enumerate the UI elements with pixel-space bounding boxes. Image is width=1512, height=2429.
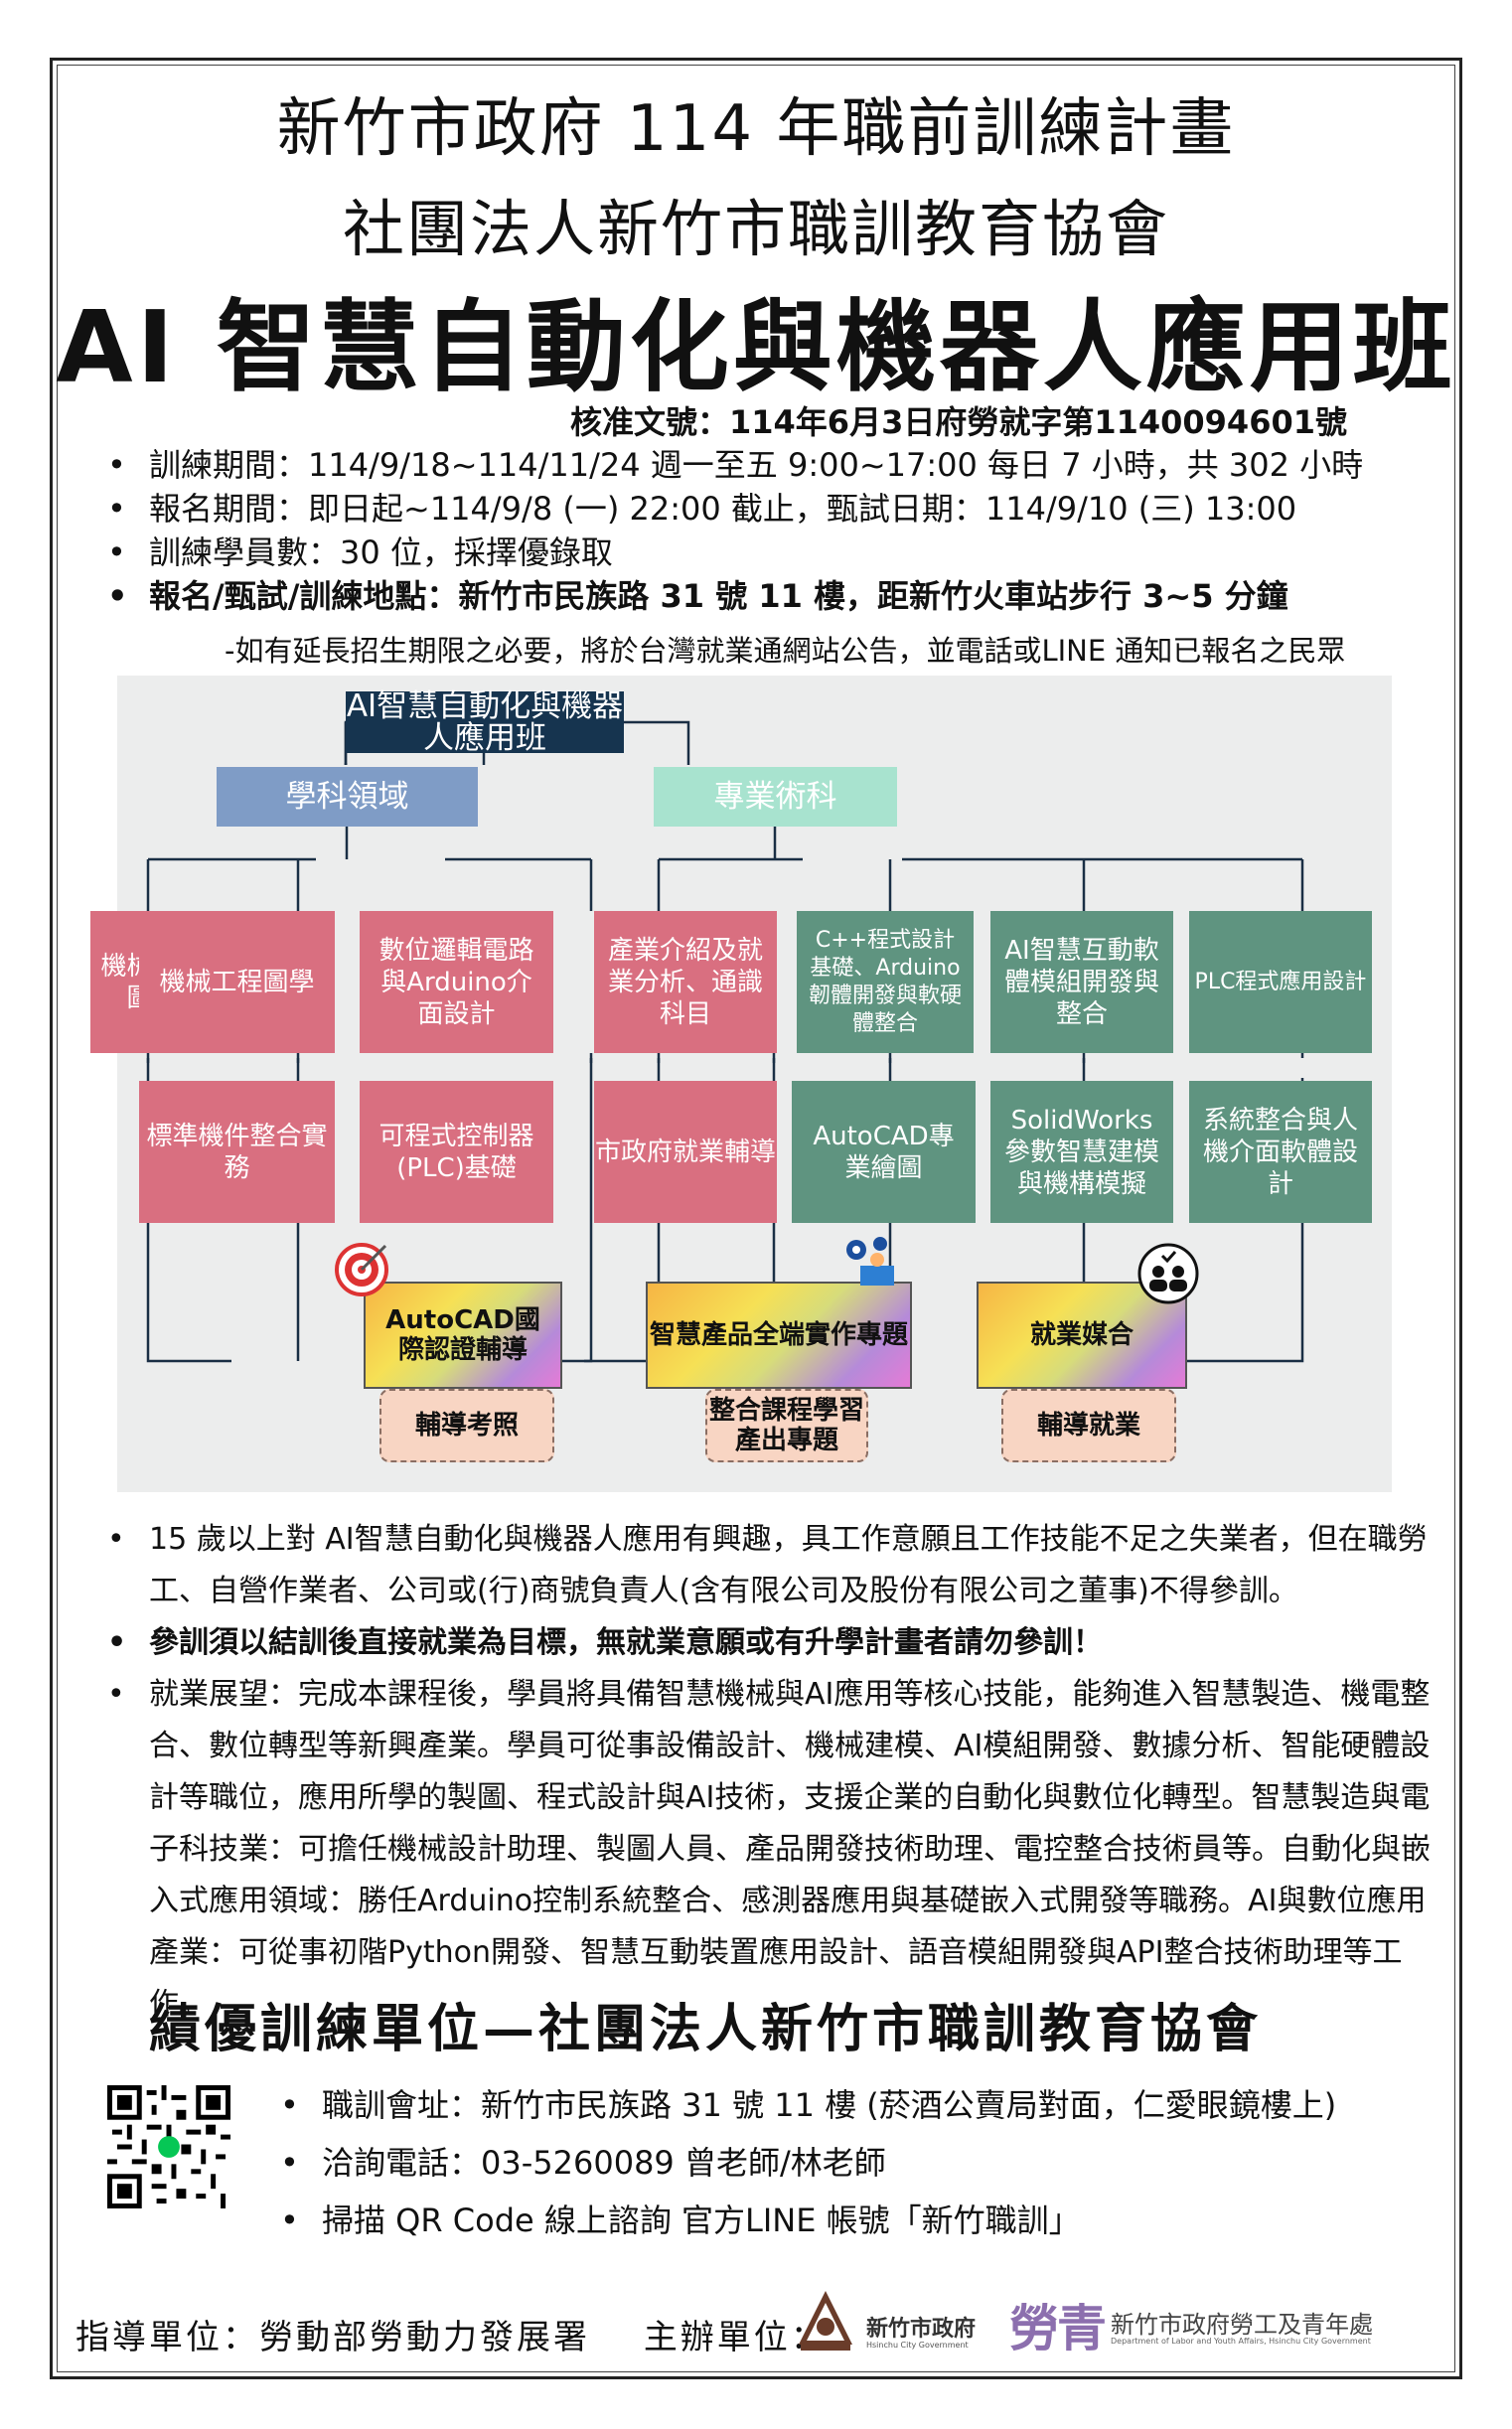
registration-period: 報名期間：即日起~114/9/8 (一) 22:00 截止，甄試日期：114/9… [99,487,1431,531]
hsinchu-government-logo [799,2291,852,2351]
phone: 洽詢電話：03-5260089 曾老師/林老師 [276,2134,1419,2192]
guide-unit: 指導單位：勞動部勞動力發展署 [76,2318,590,2357]
contact-list: 職訓會址：新竹市民族路 31 號 11 樓 (菸酒公賣局對面，仁愛眼鏡樓上) 洽… [276,2076,1419,2249]
organizer-title: 社團法人新竹市職訓教育協會 [342,193,1169,265]
host-unit-label: 主辦單位： [643,2318,828,2357]
government-name-en: Hsinchu City Government [866,2341,969,2350]
inner-frame [57,65,1455,2372]
course-industry-intro: 產業介紹及就業分析、通識科目 [594,911,777,1053]
info-list: 訓練期間：114/9/18~114/11/24 週一至五 9:00~17:00 … [99,443,1431,618]
extension-note: -如有延長招生期限之必要，將於台灣就業通網站公告，並電話或LINE 通知已報名之… [225,634,1346,668]
course-mechanical-drawing-box: 機械工程圖學 [139,911,335,1053]
people-check-icon [1137,1243,1199,1304]
course-digital-logic: 數位邏輯電路與Arduino介面設計 [360,911,553,1053]
labor-youth-dept: 新竹市政府勞工及青年處 [1111,2311,1373,2339]
category-academic: 學科領域 [217,767,478,827]
labor-youth-dept-en: Department of Labor and Youth Affairs, H… [1111,2337,1371,2346]
career-outlook: 就業展望：完成本課程後，學員將具備智慧機械與AI應用等核心技能，能夠進入智慧製造… [99,1669,1440,2031]
outcome-autocad-cert: AutoCAD國際認證輔導 [364,1282,562,1389]
course-solidworks: SolidWorks參數智慧建模與機構模擬 [990,1081,1173,1223]
labor-youth-logo: 勞青 [1009,2300,1107,2357]
outcome-job-matching: 就業媒合 [977,1282,1187,1389]
category-practical: 專業術科 [654,767,897,827]
course-autocad: AutoCAD專業繪圖 [792,1081,976,1223]
course-system-integration: 系統整合與人機介面軟體設計 [1189,1081,1372,1223]
outcome-capstone-project: 智慧產品全端實作專題 [646,1282,912,1389]
teamwork-gear-icon [846,1237,894,1286]
course-plc-basics: 可程式控制器(PLC)基礎 [360,1081,553,1223]
course-employment-guidance: 市政府就業輔導 [594,1081,777,1223]
result-employment: 輔導就業 [1001,1389,1176,1462]
footer-units: 指導單位：勞動部勞動力發展署 主辦單位： [76,2310,828,2358]
description-list: 15 歲以上對 AI智慧自動化與機器人應用有興趣，具工作意願且工作技能不足之失業… [99,1514,1440,2031]
course-title: AI 智慧自動化與機器人應用班 [56,289,1456,405]
course-plc-programming: PLC程式應用設計 [1189,911,1372,1053]
course-ai-software: AI智慧互動軟體模組開發與整合 [990,911,1173,1053]
trainee-count: 訓練學員數：30 位，採擇優錄取 [99,531,1431,574]
employment-goal: 參訓須以結訓後直接就業為目標，無就業意願或有升學計畫者請勿參訓！ [99,1617,1440,1669]
line-account: 掃描 QR Code 線上諮詢 官方LINE 帳號「新竹職訓」 [276,2192,1419,2249]
course-machine-integration: 標準機件整合實務 [139,1081,335,1223]
training-location: 報名/甄試/訓練地點：新竹市民族路 31 號 11 樓，距新竹火車站步行 3~5… [99,574,1431,618]
result-certification: 輔導考照 [379,1389,554,1462]
government-name: 新竹市政府 [866,2317,977,2342]
program-title: 新竹市政府 114 年職前訓練計畫 [276,92,1236,166]
target-icon [335,1243,388,1296]
result-project: 整合課程學習產出專題 [705,1389,868,1462]
diagram-root: AI智慧自動化與機器人應用班 [346,688,624,756]
award-banner: 績優訓練單位—社團法人新竹市職訓教育協會 [149,1999,1263,2059]
course-cpp-arduino: C++程式設計基礎、Arduino韌體開發與軟硬體整合 [797,911,974,1053]
outer-frame [50,58,1462,2379]
line-qr-code[interactable] [107,2085,230,2208]
approval-number: 核准文號：114年6月3日府勞就字第1140094601號 [570,403,1347,441]
office-address: 職訓會址：新竹市民族路 31 號 11 樓 (菸酒公賣局對面，仁愛眼鏡樓上) [276,2076,1419,2134]
eligibility: 15 歲以上對 AI智慧自動化與機器人應用有興趣，具工作意願且工作技能不足之失業… [99,1514,1440,1617]
training-period: 訓練期間：114/9/18~114/11/24 週一至五 9:00~17:00 … [99,443,1431,487]
